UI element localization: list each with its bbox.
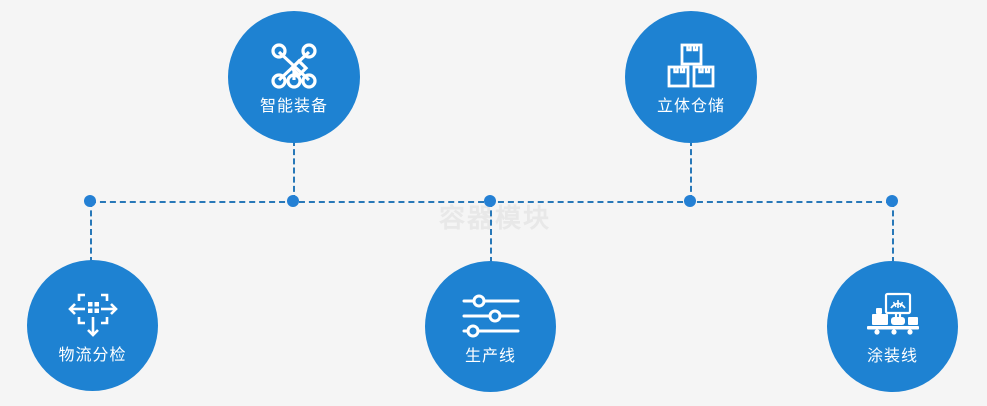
sliders-icon	[461, 290, 521, 342]
node-label-painting-line: 涂装线	[866, 345, 918, 365]
junction-dot-production-line[interactable]	[484, 195, 496, 207]
branch-line-logistics-sorting	[90, 201, 92, 263]
node-stereoscopic-warehouse[interactable]: 立体仓储	[625, 11, 757, 143]
branch-line-intelligent-equipment	[293, 140, 295, 201]
node-painting-line[interactable]: 涂装线	[827, 261, 958, 392]
branch-line-production-line	[490, 201, 492, 263]
node-label-intelligent-equipment: 智能装备	[259, 96, 328, 115]
node-label-production-line: 生产线	[464, 345, 516, 365]
sorting-arrows-icon	[65, 289, 121, 341]
painting-machine-icon	[864, 290, 922, 342]
junction-dot-painting-line[interactable]	[886, 195, 898, 207]
node-label-stereoscopic-warehouse: 立体仓储	[656, 96, 725, 115]
junction-dot-logistics-sorting[interactable]	[84, 195, 96, 207]
stacked-boxes-icon	[663, 40, 719, 92]
node-intelligent-equipment[interactable]: 智能装备	[228, 11, 360, 143]
network-nodes-icon	[266, 40, 322, 92]
node-label-logistics-sorting: 物流分检	[58, 344, 127, 364]
branch-line-painting-line	[892, 201, 894, 263]
junction-dot-intelligent-equipment[interactable]	[287, 195, 299, 207]
junction-dot-stereoscopic-warehouse[interactable]	[684, 195, 696, 207]
node-logistics-sorting[interactable]: 物流分检	[27, 260, 158, 391]
watermark-text: 容器模块	[438, 204, 551, 234]
branch-line-stereoscopic-warehouse	[690, 140, 692, 201]
node-production-line[interactable]: 生产线	[425, 261, 556, 392]
